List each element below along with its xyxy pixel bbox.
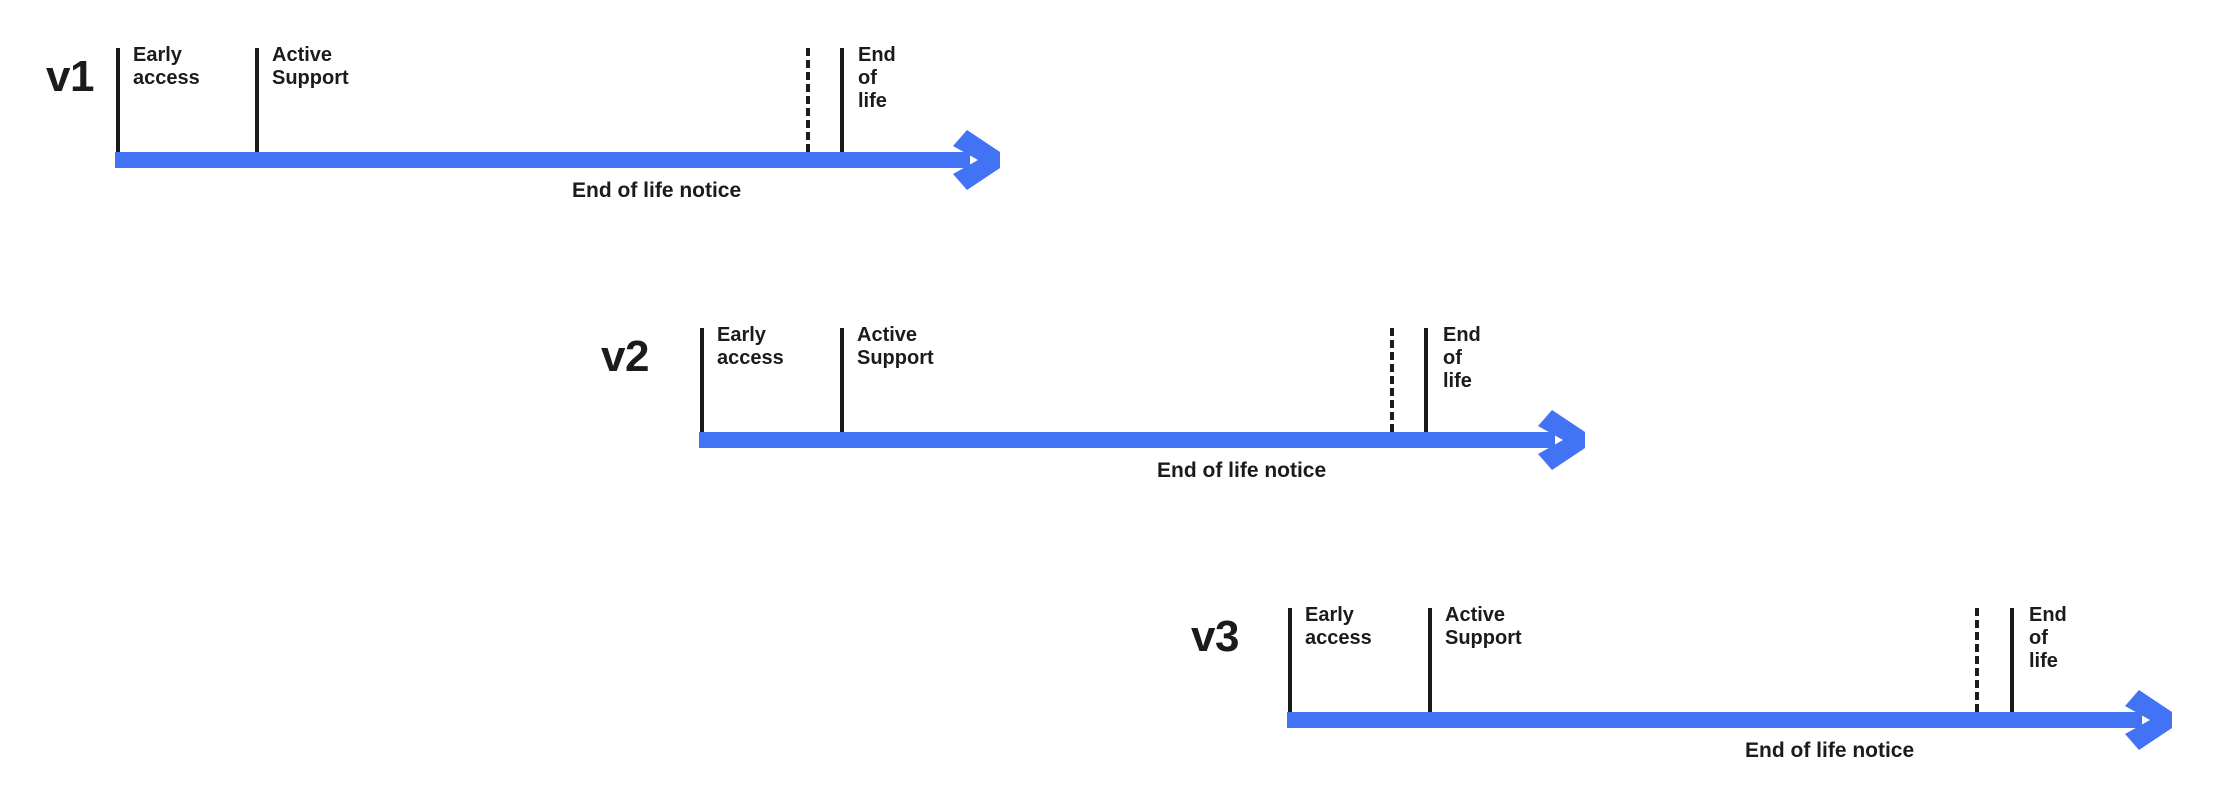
arrow-right-icon-v2 [1538,410,1598,470]
phase-divider-end-of-life-start-v1 [840,48,844,152]
version-label-v3: v3 [1191,612,1239,661]
arrow-right-icon-v1 [953,130,1013,190]
arrow-right-icon-v3 [2125,690,2185,750]
phase-label-active-support-v1: Active Support [272,44,349,89]
end-of-life-notice-marker-v1 [806,48,810,152]
phase-label-early-access-v2: Early access [717,324,784,369]
timeline-bar-v2 [699,432,1555,448]
notice-label-v1: End of life notice [572,179,742,202]
notice-label-v3: End of life notice [1745,739,1915,762]
version-label-v1: v1 [46,52,94,101]
notice-label-v2: End of life notice [1157,459,1327,482]
phase-label-end-of-life-v3: End of life [2029,604,2067,672]
phase-divider-end-of-life-start-v3 [2010,608,2014,712]
timeline-bar-v1 [115,152,970,168]
phase-divider-early-access-start-v3 [1288,608,1292,712]
phase-label-end-of-life-v1: End of life [858,44,896,112]
phase-divider-early-access-start-v2 [700,328,704,432]
end-of-life-notice-marker-v3 [1975,608,1979,712]
phase-label-active-support-v3: Active Support [1445,604,1522,649]
phase-label-early-access-v3: Early access [1305,604,1372,649]
phase-divider-active-support-start-v1 [255,48,259,152]
phase-label-active-support-v2: Active Support [857,324,934,369]
end-of-life-notice-marker-v2 [1390,328,1394,432]
phase-divider-end-of-life-start-v2 [1424,328,1428,432]
timeline-bar-v3 [1287,712,2142,728]
version-label-v2: v2 [601,332,649,381]
phase-divider-active-support-start-v3 [1428,608,1432,712]
phase-label-end-of-life-v2: End of life [1443,324,1481,392]
phase-label-early-access-v1: Early access [133,44,200,89]
phase-divider-early-access-start-v1 [116,48,120,152]
phase-divider-active-support-start-v2 [840,328,844,432]
